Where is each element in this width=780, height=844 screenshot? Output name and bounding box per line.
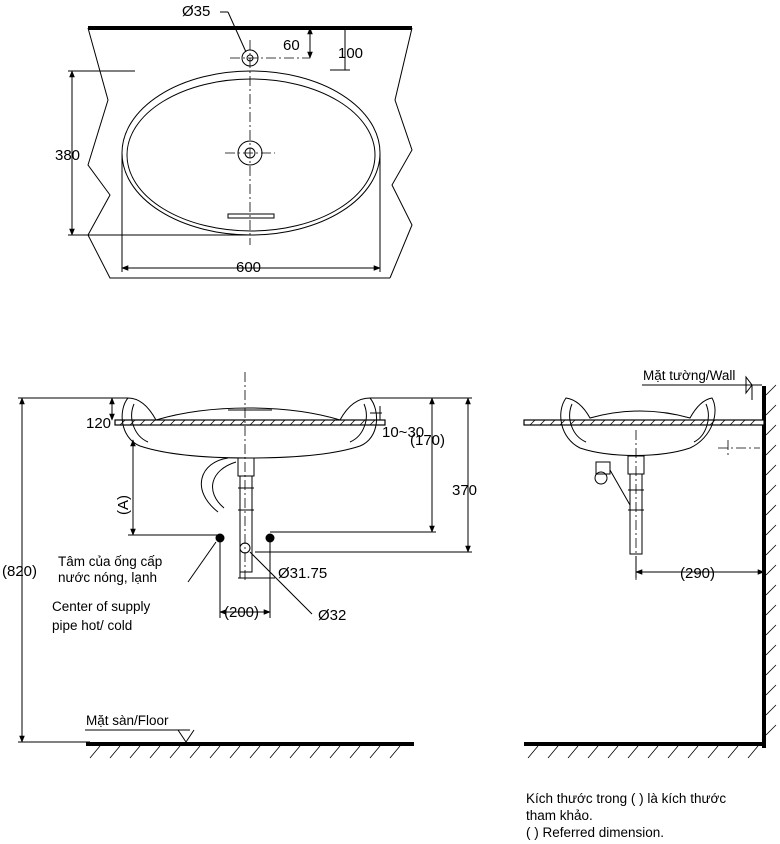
dim-600: 600 bbox=[236, 259, 261, 276]
front-floor-hatch bbox=[89, 745, 401, 759]
side-counter bbox=[523, 419, 765, 426]
drain-outlet bbox=[239, 542, 251, 554]
note-line-1: Kích thước trong ( ) là kích thước bbox=[526, 791, 726, 806]
dim-370: 370 bbox=[452, 482, 477, 499]
dim-dia3175: Ø31.75 bbox=[278, 565, 327, 582]
drain-pipe bbox=[239, 475, 253, 573]
side-floor-hatch bbox=[527, 745, 759, 759]
floor-marker bbox=[177, 729, 195, 743]
supply-point-left bbox=[215, 533, 225, 543]
front-basin-inner bbox=[131, 403, 367, 443]
dim-290: (290) bbox=[680, 565, 715, 582]
wall-label: Mặt tường/Wall bbox=[643, 368, 735, 383]
supply-label-en-1: Center of supply bbox=[52, 599, 151, 614]
dim-380: 380 bbox=[55, 147, 80, 164]
notes: Kích thước trong ( ) là kích thước tham … bbox=[526, 791, 726, 840]
flex-hose bbox=[200, 457, 237, 513]
supply-label-en-2: pipe hot/ cold bbox=[52, 618, 132, 633]
dim-A: (A) bbox=[115, 495, 132, 515]
supply-point-right bbox=[265, 533, 275, 543]
wall-marker bbox=[745, 375, 753, 395]
note-line-2: tham khảo. bbox=[526, 808, 593, 823]
counter-outline-right bbox=[389, 27, 413, 279]
drain-body bbox=[237, 457, 255, 477]
side-basin-outer bbox=[560, 397, 716, 456]
top-view: Ø35 60 100 380 600 bbox=[55, 3, 413, 279]
side-view: (290) Mặt tường/Wall bbox=[523, 368, 777, 759]
counter-outline-left bbox=[87, 27, 390, 279]
overflow-slot bbox=[227, 213, 275, 219]
dim-60: 60 bbox=[283, 37, 300, 54]
basin-inner-bowl bbox=[126, 78, 376, 232]
side-counter-hatch bbox=[529, 419, 756, 426]
dim-120: 120 bbox=[86, 415, 111, 432]
dim-10-30: 10~30 bbox=[382, 424, 424, 441]
dim-100: 100 bbox=[338, 45, 363, 62]
supply-label-vi-2: nước nóng, lạnh bbox=[58, 570, 157, 585]
dim-170: (170) bbox=[410, 432, 445, 449]
note-line-3: ( ) Referred dimension. bbox=[526, 825, 664, 840]
front-view: 120 10~30 (170) 370 (A) (820) (200) Ø31.… bbox=[2, 372, 477, 759]
dim-dia32: Ø32 bbox=[318, 607, 346, 624]
dim-dia35: Ø35 bbox=[182, 3, 210, 20]
dim-820: (820) bbox=[2, 563, 37, 580]
side-basin-inner bbox=[569, 403, 709, 443]
floor-label: Mặt sàn/Floor bbox=[86, 713, 169, 728]
front-basin-outer bbox=[121, 397, 378, 459]
supply-label-vi-1: Tâm của ống cấp bbox=[58, 554, 162, 569]
side-valve bbox=[595, 461, 611, 475]
side-valve-knob bbox=[594, 471, 608, 485]
dim-200: (200) bbox=[224, 604, 259, 621]
side-wall-hatch bbox=[765, 384, 777, 736]
